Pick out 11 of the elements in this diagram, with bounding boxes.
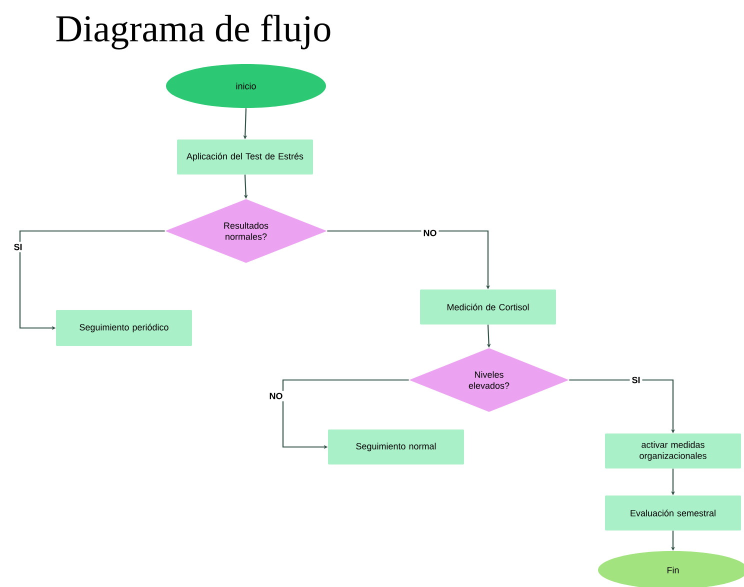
edge-label: NO — [421, 228, 439, 238]
edge-label: NO — [267, 390, 285, 402]
process-box: Seguimiento periódico — [56, 310, 192, 346]
edge-label: SI — [12, 242, 24, 252]
process-box: Evaluación semestral — [605, 496, 741, 530]
edge-label: SI — [630, 374, 642, 386]
process-box: Medición de Cortisol — [420, 290, 556, 324]
process-box: activar medidas organizacionales — [605, 434, 741, 468]
process-box: Aplicación del Test de Estrés — [177, 140, 313, 174]
title: Diagrama de flujo — [56, 14, 330, 50]
process-box: Seguimiento normal — [328, 430, 464, 464]
